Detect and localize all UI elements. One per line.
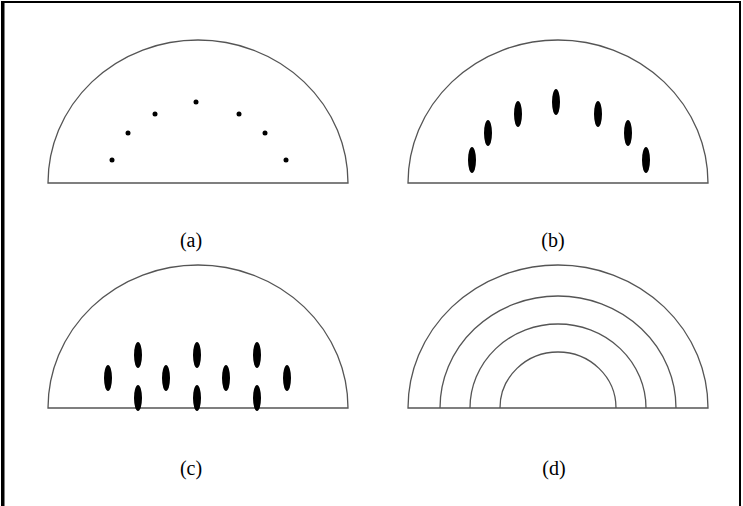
inner-arc — [470, 324, 646, 408]
frame-edge — [2, 2, 5, 506]
elongated-marks — [468, 89, 650, 173]
inner-arc — [500, 352, 616, 408]
dots — [110, 100, 289, 163]
inner-arc — [440, 296, 676, 408]
panel-label: (b) — [539, 228, 566, 252]
scattered-marks — [104, 342, 291, 411]
semicircles — [48, 40, 708, 408]
panel-label: (a) — [178, 228, 204, 252]
semicircle — [408, 40, 708, 183]
semicircle — [48, 40, 348, 183]
panel-label: (d) — [540, 456, 567, 480]
semicircle — [408, 265, 708, 408]
panel-label: (c) — [178, 456, 204, 480]
